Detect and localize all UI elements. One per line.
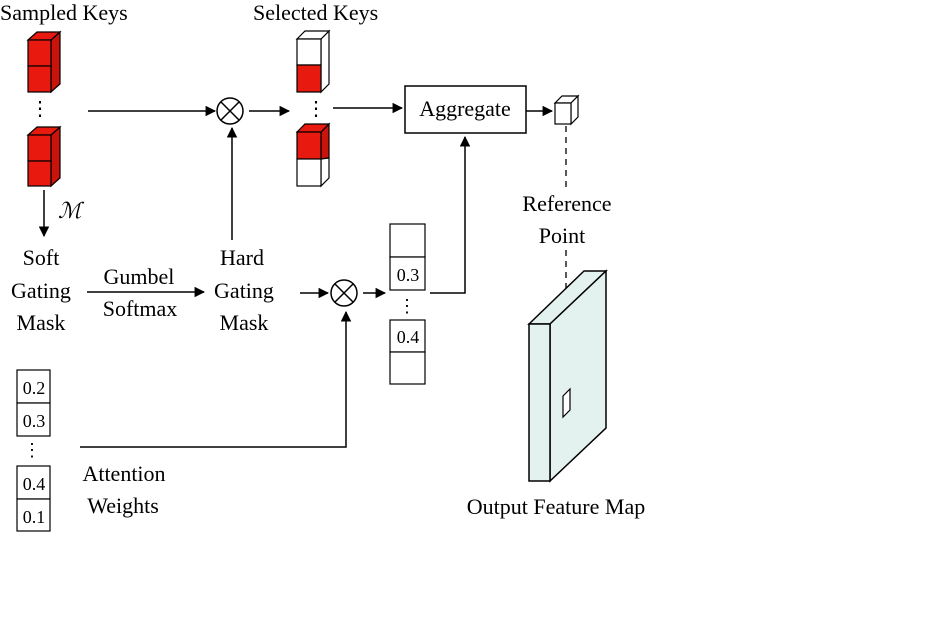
gumbel-softmax-label-line1: Gumbel (104, 264, 175, 289)
reference-point-label-line2: Point (539, 223, 585, 248)
reference-point-label-line1: Reference (522, 191, 611, 216)
soft-gating-mask-label-line1: Soft (23, 245, 60, 270)
selected-keys-label: Selected Keys (253, 0, 378, 25)
aggregate-box: Aggregate (404, 85, 527, 134)
multiply-operator-bottom (330, 279, 358, 307)
soft-gating-mask-label-line2: Gating (11, 278, 71, 303)
sampled-keys-ellipsis: ⋮ (30, 98, 50, 120)
selected-weights-ellipsis: ⋮ (398, 296, 416, 316)
selected-weight-value: 0.3 (397, 265, 420, 285)
attention-weights-label-line2: Weights (87, 493, 159, 518)
selected-keys-ellipsis: ⋮ (306, 98, 326, 120)
output-cube-icon (553, 94, 580, 126)
selected-weights-column: 0.3 ⋮ 0.4 (389, 223, 426, 385)
hard-gating-mask-label-line2: Gating (214, 278, 274, 303)
arrow-weights-to-aggregate (430, 135, 471, 294)
soft-gating-mask-label-line3: Mask (17, 310, 66, 335)
sampled-keys-stack-bottom (26, 125, 62, 188)
attention-weight-value: 0.4 (23, 474, 46, 494)
reference-point-marker (562, 387, 571, 419)
attention-weights-column: 0.2 0.3 ⋮ 0.4 0.1 (16, 369, 51, 532)
sampled-keys-stack-top (26, 30, 62, 94)
attention-weights-label-line1: Attention (82, 461, 165, 486)
hard-gating-mask-label-line1: Hard (220, 245, 264, 270)
attention-weight-value: 0.3 (23, 411, 46, 431)
multiply-operator-top (216, 97, 244, 125)
attention-weight-value: 0.1 (23, 507, 46, 527)
sampled-keys-label: Sampled Keys (0, 0, 128, 25)
arrow-weights-to-multiply (80, 310, 352, 448)
mask-symbol: ℳ (58, 198, 85, 223)
output-feature-map-label: Output Feature Map (467, 494, 645, 519)
aggregate-label: Aggregate (419, 96, 511, 121)
hard-gating-mask-label-line3: Mask (220, 310, 269, 335)
gumbel-softmax-label-line2: Softmax (103, 296, 178, 321)
selected-keys-stack-top (295, 29, 331, 94)
selected-weight-value: 0.4 (397, 327, 420, 347)
attention-weights-ellipsis: ⋮ (23, 440, 41, 460)
attention-weight-value: 0.2 (23, 378, 46, 398)
output-feature-map (527, 269, 608, 483)
selected-keys-stack-bottom (295, 122, 331, 188)
